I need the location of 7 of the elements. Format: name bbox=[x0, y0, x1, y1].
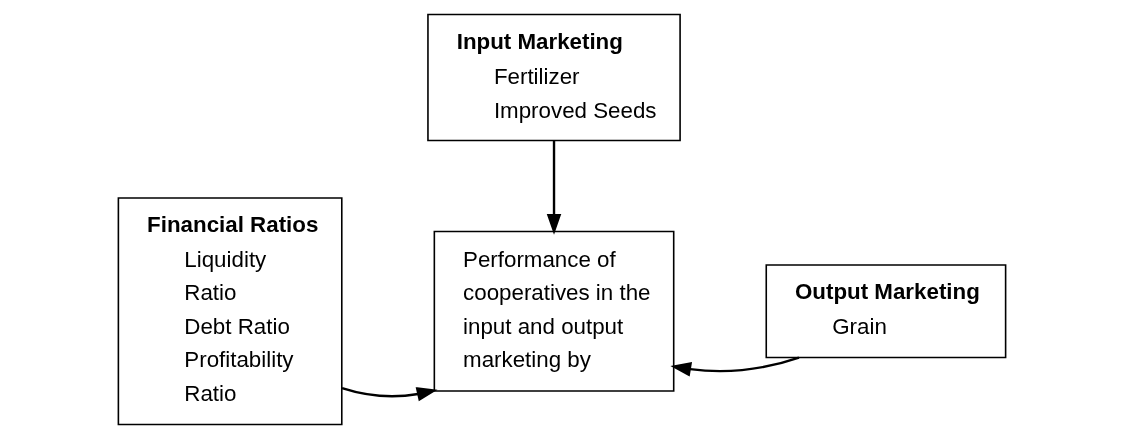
arrow bbox=[546, 140, 561, 235]
node-box: Performance of cooperatives in the input and output marketing by bbox=[433, 230, 674, 392]
node-box: Financial Ratios Liquidity Ratio Debt Ratio Profitability Ratio bbox=[117, 197, 343, 426]
arrow bbox=[669, 356, 799, 377]
arrow bbox=[341, 387, 437, 402]
node-box: Output Marketing Grain bbox=[764, 264, 1006, 359]
node-box: Input Marketing Fertilizer Improved Seeds bbox=[426, 13, 681, 142]
